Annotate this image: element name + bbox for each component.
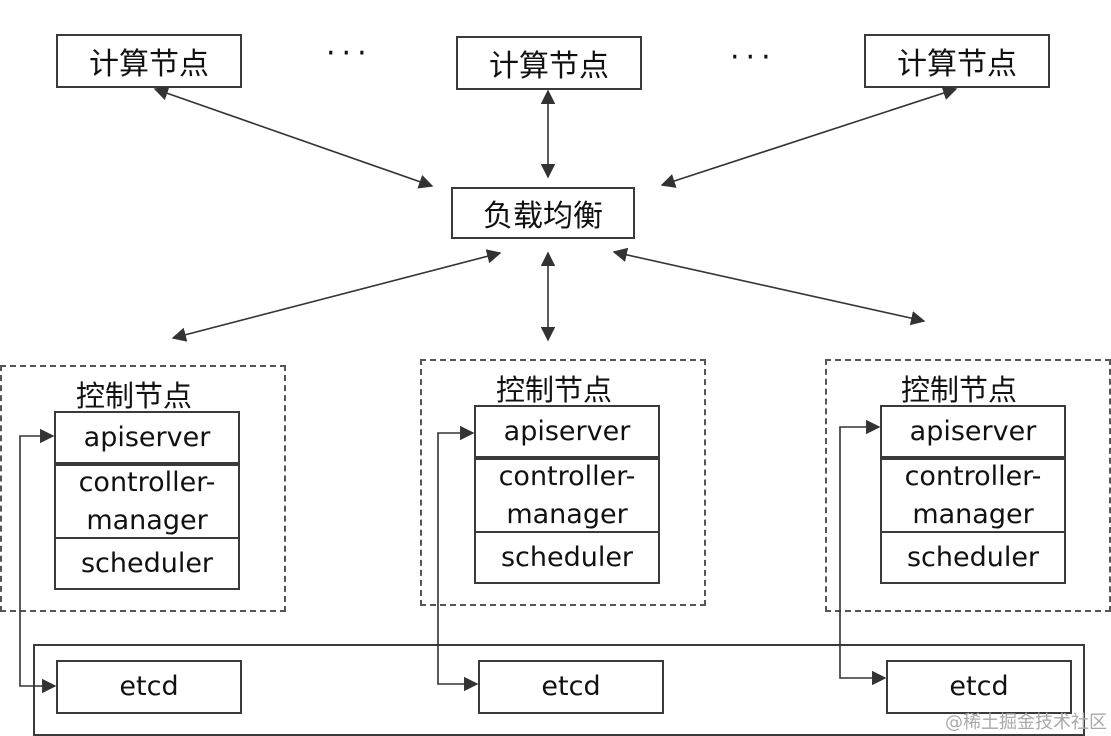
scheduler-box: scheduler	[880, 531, 1066, 584]
arrow-apiserver-etcd-2	[437, 425, 479, 692]
etcd-box: etcd	[56, 660, 242, 714]
apiserver-box: apiserver	[474, 405, 660, 458]
arrow-apiserver-etcd-1	[19, 428, 57, 694]
controller-manager-box: controller- manager	[880, 458, 1066, 533]
control-node-title: 控制节点	[76, 379, 193, 413]
arrow-compute3-lb	[660, 86, 958, 188]
scheduler-box: scheduler	[474, 531, 660, 584]
etcd-box: etcd	[478, 660, 664, 714]
control-node-3	[825, 359, 1111, 612]
arrow-lb-control1	[171, 249, 502, 342]
load-balancer: 负载均衡	[451, 187, 635, 239]
control-node-2	[420, 359, 706, 606]
control-node-title: 控制节点	[496, 373, 613, 407]
compute-node-2: 计算节点	[456, 36, 642, 90]
control-node-title: 控制节点	[901, 373, 1018, 407]
ellipsis-2: ···	[730, 40, 777, 75]
etcd-cluster-frame	[33, 644, 1085, 736]
arrow-compute1-lb	[153, 86, 434, 189]
etcd-box: etcd	[886, 660, 1072, 714]
scheduler-box: scheduler	[54, 537, 240, 590]
watermark: @稀土掘金技术社区	[945, 712, 1107, 733]
compute-node-3: 计算节点	[864, 34, 1050, 88]
arrow-apiserver-etcd-3	[839, 419, 887, 686]
apiserver-box: apiserver	[880, 405, 1066, 458]
control-node-1	[0, 365, 286, 612]
arrow-lb-control3	[612, 247, 926, 326]
apiserver-box: apiserver	[54, 411, 240, 464]
ellipsis-1: ···	[326, 36, 373, 71]
compute-node-1: 计算节点	[56, 34, 242, 88]
